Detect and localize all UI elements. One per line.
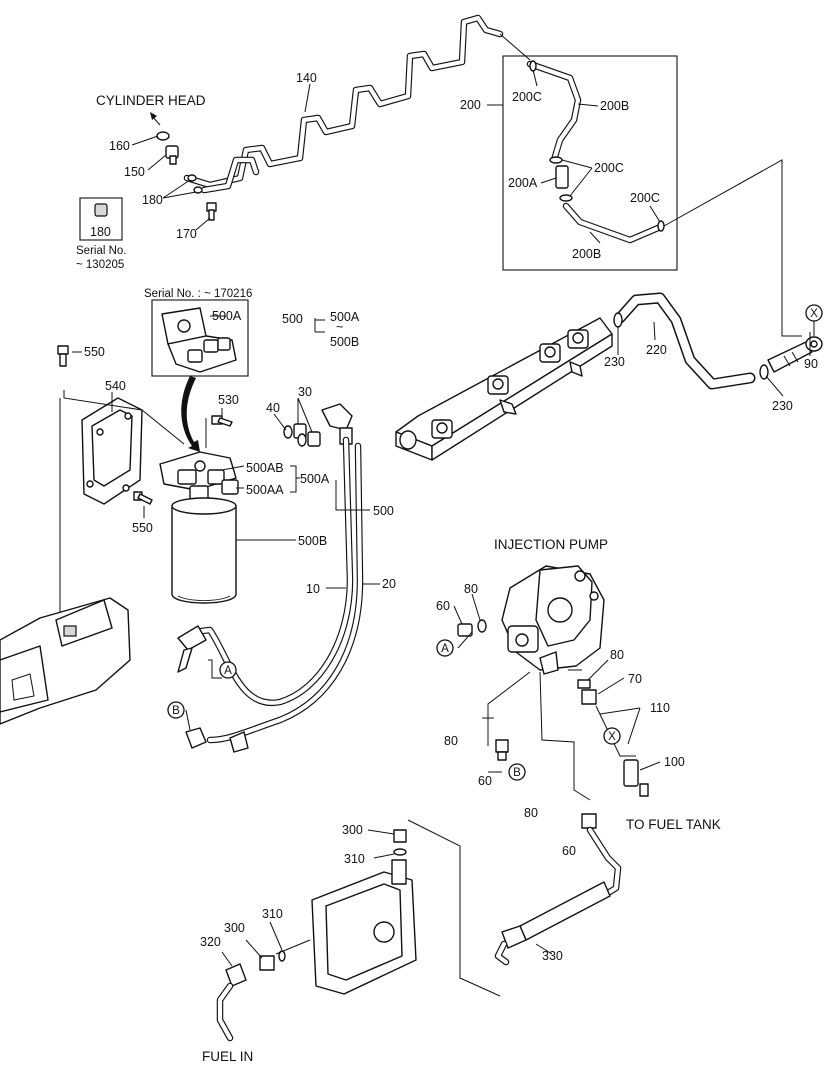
marker-a-pump: A [436, 639, 454, 657]
callout-220: 220 [646, 343, 667, 357]
callout-60-left: 60 [436, 599, 450, 613]
fitting-70-80 [577, 679, 597, 705]
callout-320: 320 [200, 935, 221, 949]
fuel-bracket-plate [311, 829, 417, 995]
callout-300-lower: 300 [224, 921, 245, 935]
marker-x-pump: X [603, 727, 621, 745]
callout-500-legend: 500 [282, 312, 303, 326]
bolt-550-lower [133, 491, 153, 505]
callout-200B-bottom: 200B [572, 247, 601, 261]
callout-500A: 500A [300, 472, 330, 486]
callout-110: 110 [650, 701, 670, 715]
leak-off-box-200 [502, 55, 678, 271]
fitting-30-40 [283, 403, 353, 447]
engine-block [0, 597, 131, 725]
hose-330 [494, 813, 622, 966]
bolt-550-upper [57, 345, 69, 367]
callout-20: 20 [382, 577, 396, 591]
callout-80-right: 80 [610, 648, 624, 662]
fittings-60-80-left [457, 619, 487, 637]
callout-500AA: 500AA [246, 483, 284, 497]
callout-330: 330 [542, 949, 563, 963]
label-serial-no-2: Serial No. : ~ 170216 [144, 288, 252, 300]
marker-x-upper: X [805, 304, 823, 322]
fitting-100 [623, 759, 649, 797]
fuel-in-line [216, 950, 286, 1042]
label-serial-range-1: ~ 130205 [76, 259, 124, 271]
callout-200B-top: 200B [600, 99, 629, 113]
callout-530: 530 [218, 393, 239, 407]
inset-pointer-arrow [181, 376, 200, 452]
callout-200C-top: 200C [512, 90, 542, 104]
return-hose-220 [613, 292, 769, 390]
marker-a-filter: A [219, 661, 237, 679]
marker-b-pump: B [508, 763, 526, 781]
callout-550-lower: 550 [132, 521, 153, 535]
filter-head-inset [151, 299, 249, 377]
callout-200A: 200A [508, 176, 538, 190]
marker-b-pump-label: B [513, 767, 521, 779]
callout-500AB: 500AB [246, 461, 284, 475]
marker-x-pump-label: X [608, 731, 616, 743]
marker-a-filter-label: A [224, 665, 232, 677]
inset-box-180 [79, 197, 123, 241]
marker-b-filter-label: B [172, 705, 180, 717]
marker-a-pump-label: A [441, 643, 449, 655]
callout-200C-mid: 200C [594, 161, 624, 175]
callout-300-upper: 300 [342, 823, 363, 837]
leak-off-hose-200B [526, 60, 665, 244]
label-to-fuel-tank: TO FUEL TANK [626, 817, 721, 832]
callout-540: 540 [105, 379, 126, 393]
callout-200: 200 [460, 98, 481, 112]
callout-500B-legend: 500B [330, 335, 359, 349]
callout-230-left: 230 [604, 355, 625, 369]
callout-160: 160 [109, 139, 130, 153]
callout-80-lower: 80 [524, 806, 538, 820]
label-injection-pump: INJECTION PUMP [494, 537, 608, 552]
callout-30: 30 [298, 385, 312, 399]
fuel-filter-500 [159, 451, 239, 604]
injection-pump [501, 565, 605, 675]
callout-60-lower: 60 [562, 844, 576, 858]
callout-70: 70 [628, 672, 642, 686]
callout-180-inset: 180 [90, 225, 111, 239]
fuel-line-10-20 [177, 436, 364, 753]
callout-550-upper: 550 [84, 345, 105, 359]
callout-40: 40 [266, 401, 280, 415]
callout-100: 100 [664, 755, 685, 769]
marker-x-upper-label: X [810, 308, 818, 320]
callout-310-lower: 310 [262, 907, 283, 921]
callout-60-lower-left: 60 [478, 774, 492, 788]
label-serial-no-1: Serial No. [76, 245, 127, 257]
label-fuel-in: FUEL IN [202, 1049, 253, 1064]
callout-500A-legend: 500A [330, 310, 360, 324]
bracket-540 [81, 397, 143, 505]
filter-head-inset-drawing [161, 307, 237, 373]
callout-310-upper: 310 [344, 852, 365, 866]
callout-500: 500 [373, 504, 394, 518]
callout-500A-inset: 500A [212, 309, 242, 323]
callout-10: 10 [306, 582, 320, 596]
label-tilde: ~ [336, 320, 343, 334]
callout-170: 170 [176, 227, 197, 241]
callout-80-lower-left: 80 [444, 734, 458, 748]
callout-140: 140 [296, 71, 317, 85]
callout-200C-right: 200C [630, 191, 660, 205]
callout-80-left: 80 [464, 582, 478, 596]
label-cylinder-head: CYLINDER HEAD [96, 93, 206, 108]
callout-180: 180 [142, 193, 163, 207]
callout-90: 90 [804, 357, 818, 371]
cylinder-head-parts [150, 112, 217, 221]
fitting-60-80-lower [495, 739, 509, 761]
injection-tube-140 [183, 14, 504, 194]
bolt-530 [211, 415, 233, 427]
common-rail [395, 317, 613, 461]
callout-150: 150 [124, 165, 145, 179]
callout-230-right: 230 [772, 399, 793, 413]
callout-500B: 500B [298, 534, 327, 548]
marker-b-filter: B [167, 701, 185, 719]
